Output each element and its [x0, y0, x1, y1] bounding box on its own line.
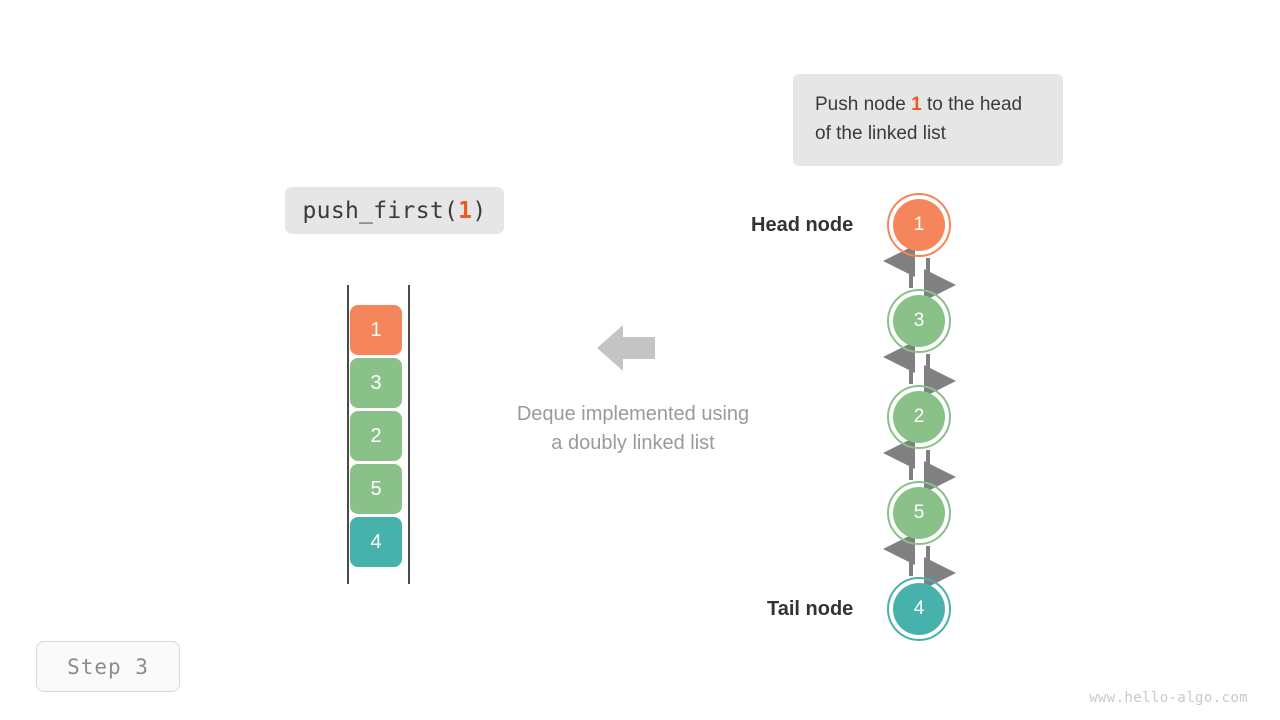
deque-cell-value: 3: [370, 371, 382, 394]
list-node: 2: [893, 391, 945, 443]
callout-highlight-value: 1: [911, 94, 922, 115]
deque-cell: 1: [350, 305, 402, 355]
deque-rail-left: [347, 285, 349, 584]
deque-caption: Deque implemented using a doubly linked …: [453, 400, 813, 458]
deque-cell: 2: [350, 411, 402, 461]
tail-node-label: Tail node: [767, 598, 854, 620]
operation-argument: 1: [458, 197, 473, 224]
node-ring: [887, 577, 951, 641]
deque-caption-line1: Deque implemented using: [516, 403, 750, 425]
operation-close-paren: ): [472, 197, 487, 224]
node-ring: [887, 385, 951, 449]
deque-stack: 1 3 2 5 4: [340, 280, 420, 590]
callout-bubble: Push node 1 to the head of the linked li…: [793, 74, 1063, 166]
deque-cell: 3: [350, 358, 402, 408]
left-arrow-icon: [597, 325, 655, 371]
deque-cell-value: 1: [370, 318, 382, 341]
list-node-value: 3: [913, 310, 925, 331]
deque-cell-value: 5: [370, 477, 382, 500]
operation-name: push_first(: [302, 197, 459, 224]
list-node: 1: [893, 199, 945, 251]
step-badge: Step 3: [36, 641, 180, 692]
watermark: www.hello-algo.com: [1089, 690, 1248, 706]
operation-label: push_first(1): [285, 187, 504, 234]
deque-caption-line2: a doubly linked list: [551, 432, 715, 454]
callout-text-suffix: to the head of the linked list: [815, 94, 1023, 144]
list-node-value: 1: [913, 214, 925, 235]
list-node: 5: [893, 487, 945, 539]
list-node-value: 5: [913, 502, 925, 523]
deque-cell-value: 2: [370, 424, 382, 447]
deque-cell-value: 4: [370, 530, 382, 553]
list-node-value: 4: [913, 598, 925, 619]
node-ring: [887, 193, 951, 257]
head-node-label: Head node: [751, 214, 854, 236]
deque-cell: 4: [350, 517, 402, 567]
node-ring: [887, 481, 951, 545]
deque-rail-right: [408, 285, 410, 584]
list-node: 4: [893, 583, 945, 635]
node-ring: [887, 289, 951, 353]
callout-text-prefix: Push node: [815, 94, 912, 115]
list-node-value: 2: [913, 406, 925, 427]
linked-list-pointers: [883, 245, 956, 589]
deque-cell: 5: [350, 464, 402, 514]
linked-list: 1 3 2 5 4: [860, 180, 990, 650]
list-node: 3: [893, 295, 945, 347]
